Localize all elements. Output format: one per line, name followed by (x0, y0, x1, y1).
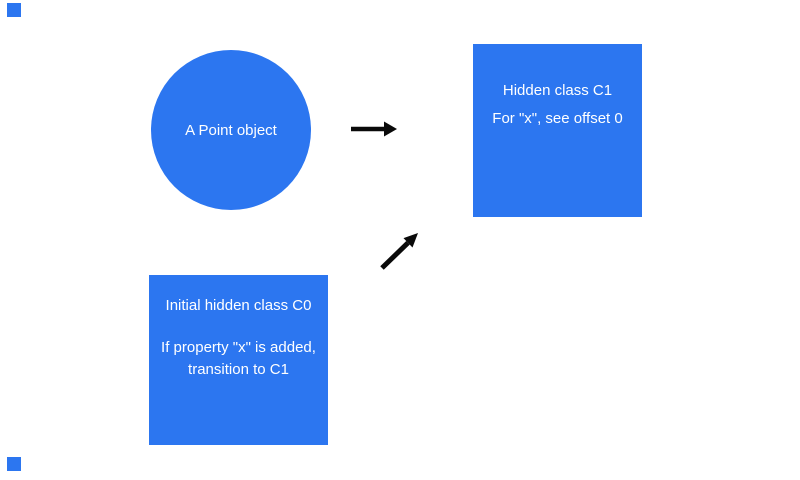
hidden-class-c0-detail-line2: transition to C1 (188, 361, 289, 378)
hidden-class-c0-title: Initial hidden class C0 (165, 297, 312, 314)
point-object-circle: A Point object (151, 50, 311, 210)
corner-square-top-left (7, 3, 21, 17)
arrow-up-right-icon (380, 233, 418, 270)
hidden-class-c0-detail-line1: If property "x" is added, (161, 339, 316, 356)
hidden-class-c1-box: Hidden class C1 For "x", see offset 0 (473, 44, 642, 217)
hidden-class-c1-title: Hidden class C1 (502, 82, 613, 99)
hidden-class-c0-box: Initial hidden class C0 If property "x" … (149, 275, 328, 445)
point-object-label: A Point object (185, 121, 277, 139)
arrow-right-icon (351, 121, 397, 137)
corner-square-bottom-left (7, 457, 21, 471)
hidden-class-c1-detail: For "x", see offset 0 (492, 110, 623, 127)
